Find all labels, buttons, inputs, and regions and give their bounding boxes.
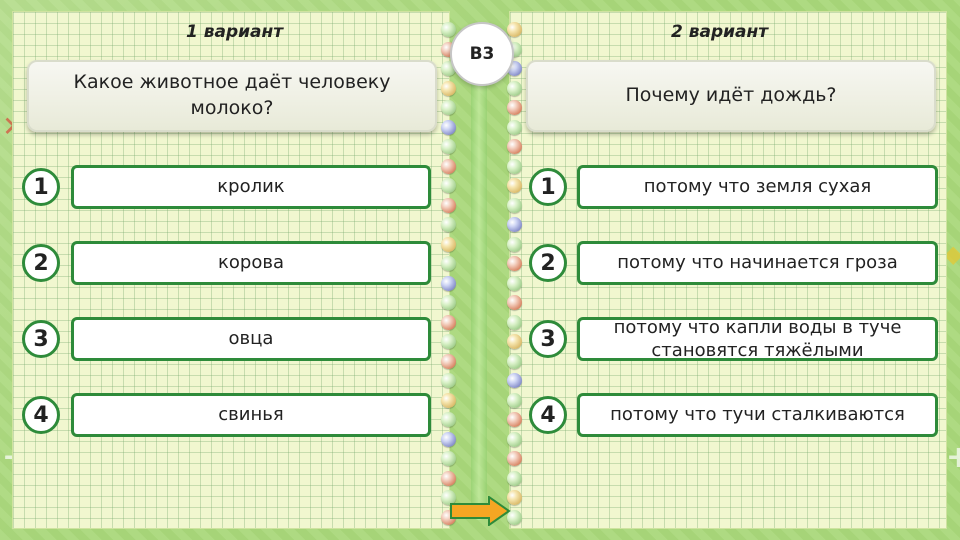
decorative-bead <box>507 22 522 37</box>
decorative-bead <box>507 295 522 310</box>
decorative-bead <box>441 470 456 486</box>
decorative-bead <box>507 275 522 291</box>
decorative-bead <box>507 80 522 96</box>
decorative-bead <box>507 470 522 486</box>
decorative-bead <box>507 119 522 135</box>
question-code-badge: В3 <box>450 22 514 86</box>
decorative-bead <box>441 22 456 37</box>
decorative-bead <box>441 353 456 369</box>
decorative-bead <box>441 431 456 447</box>
decorative-bead <box>441 158 456 174</box>
decorative-bead <box>507 334 522 349</box>
decorative-bead <box>507 139 522 154</box>
decorative-bead <box>441 490 456 505</box>
variant-1-answer-option[interactable]: свинья <box>71 393 431 437</box>
notebook-spine <box>471 60 487 520</box>
variant-2-answer-number: 4 <box>529 396 567 434</box>
variant-2-question: Почему идёт дождь? <box>526 60 936 132</box>
decorative-bead <box>441 80 456 96</box>
variant-2-answer-option[interactable]: потому что капли воды в туче становятся … <box>577 317 938 361</box>
arrow-right-icon <box>450 495 511 527</box>
decorative-bead <box>507 178 522 193</box>
decorative-bead <box>441 256 456 271</box>
variant-1-question: Какое животное даёт человеку молоко? <box>27 60 437 132</box>
decorative-bead <box>507 353 522 369</box>
variant-2-answer-number: 3 <box>529 320 567 358</box>
variant-2-answer-number: 1 <box>529 168 567 206</box>
decorative-bead <box>441 275 456 291</box>
decorative-bead <box>507 373 522 388</box>
variant-1-title: 1 вариант <box>186 22 284 42</box>
variant-1-answer-number: 2 <box>22 244 60 282</box>
variant-1-answer-number: 1 <box>22 168 60 206</box>
variant-1-answer-option[interactable]: кролик <box>71 165 431 209</box>
decorative-bead <box>507 158 522 174</box>
decorative-bead <box>441 139 456 154</box>
decorative-bead <box>441 197 456 213</box>
decorative-bead <box>507 314 522 330</box>
variant-1-answer-number: 3 <box>22 320 60 358</box>
decorative-doodle: + <box>946 440 960 475</box>
decorative-bead <box>507 256 522 271</box>
decorative-bead <box>441 236 456 252</box>
variant-2-title: 2 вариант <box>671 22 769 42</box>
decorative-bead <box>507 490 522 505</box>
decorative-bead <box>507 217 522 232</box>
decorative-bead <box>507 412 522 427</box>
decorative-bead <box>441 373 456 388</box>
decorative-doodle: ◆ <box>944 240 960 268</box>
variant-1-answer-option[interactable]: корова <box>71 241 431 285</box>
decorative-bead <box>507 197 522 213</box>
decorative-bead <box>441 314 456 330</box>
variant-2-answer-option[interactable]: потому что тучи сталкиваются <box>577 393 938 437</box>
decorative-bead <box>507 509 522 525</box>
decorative-bead <box>441 217 456 232</box>
decorative-bead <box>507 100 522 115</box>
decorative-bead <box>507 392 522 408</box>
decorative-bead <box>441 334 456 349</box>
decorative-bead <box>441 412 456 427</box>
decorative-bead <box>507 431 522 447</box>
next-slide-button[interactable] <box>449 495 511 527</box>
decorative-bead <box>441 392 456 408</box>
bead-spiral <box>441 12 522 528</box>
decorative-bead <box>441 451 456 466</box>
variant-1-answer-option[interactable]: овца <box>71 317 431 361</box>
decorative-bead <box>441 178 456 193</box>
decorative-bead <box>441 119 456 135</box>
variant-1-answer-number: 4 <box>22 396 60 434</box>
decorative-bead <box>441 295 456 310</box>
decorative-bead <box>507 451 522 466</box>
decorative-bead <box>507 236 522 252</box>
decorative-bead <box>441 100 456 115</box>
variant-2-answer-number: 2 <box>529 244 567 282</box>
variant-2-answer-option[interactable]: потому что начинается гроза <box>577 241 938 285</box>
variant-2-answer-option[interactable]: потому что земля сухая <box>577 165 938 209</box>
